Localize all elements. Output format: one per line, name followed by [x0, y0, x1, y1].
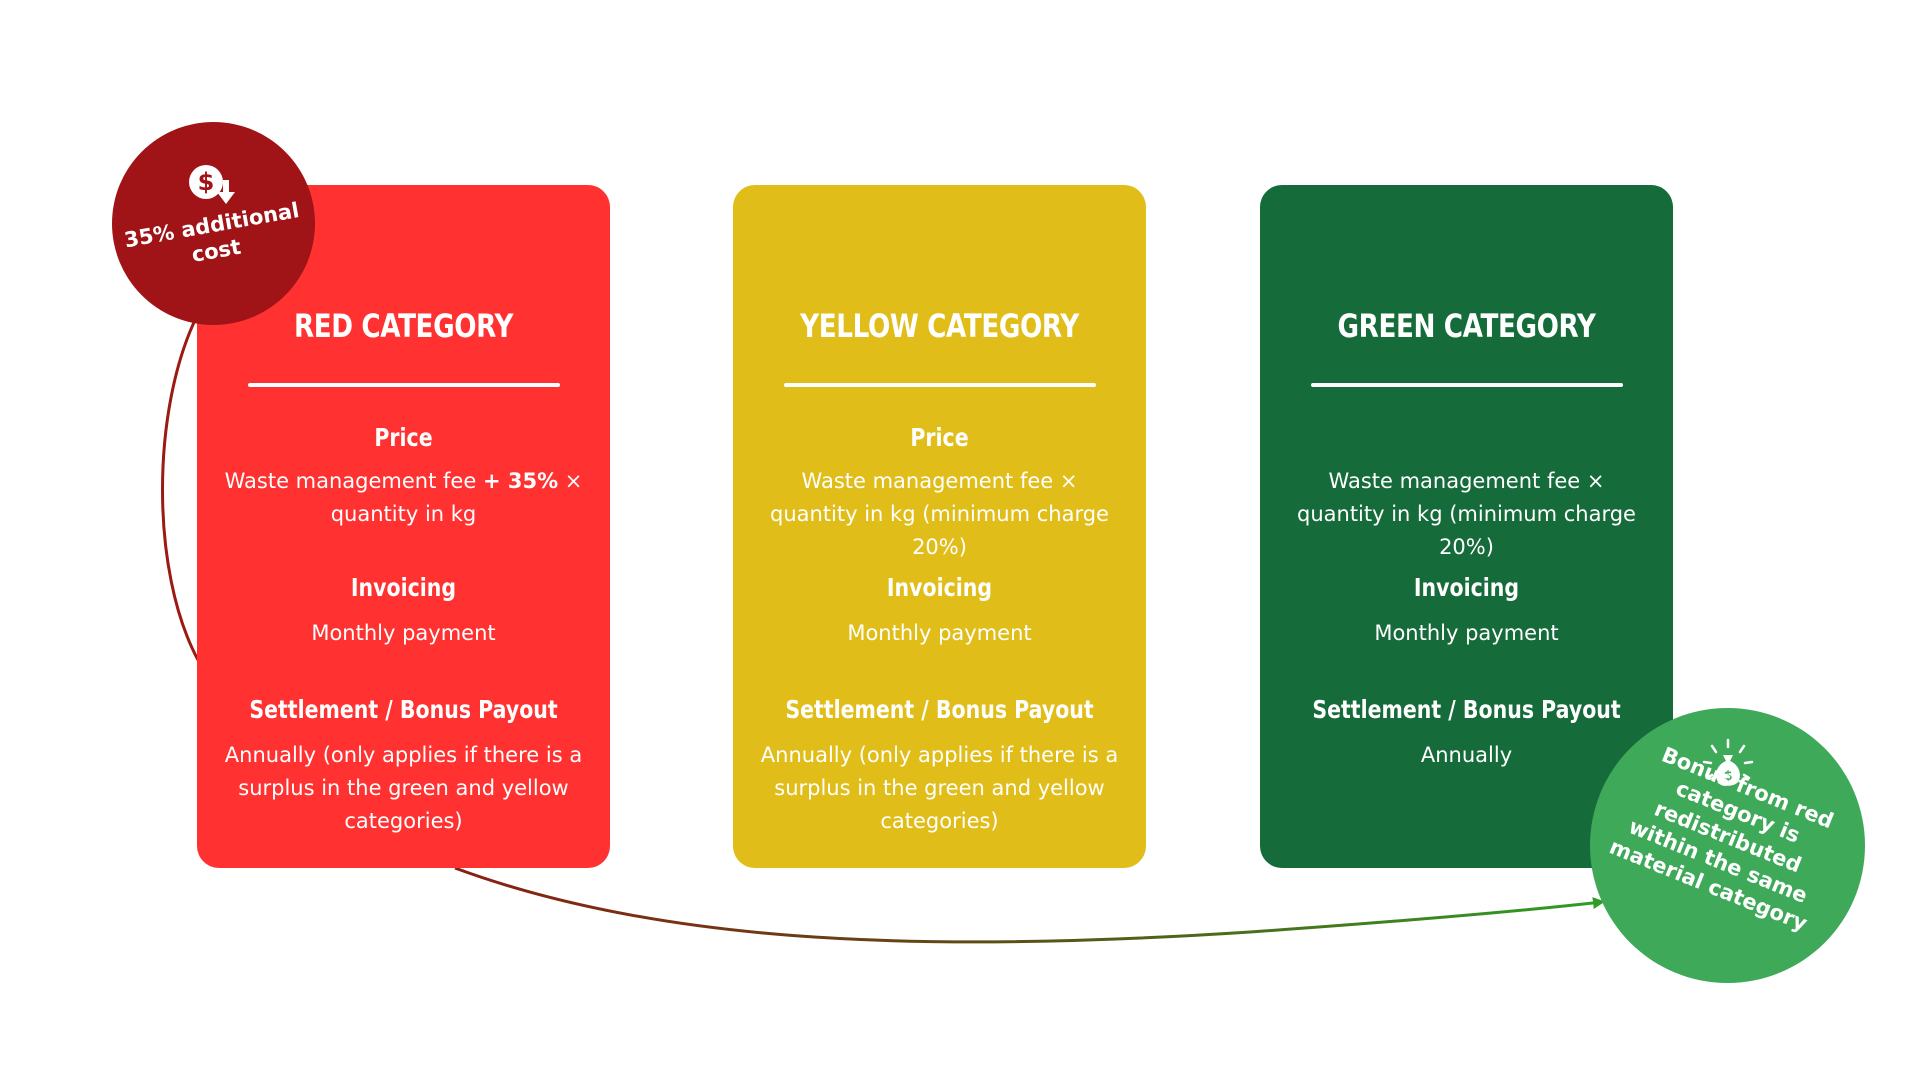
title-divider	[1310, 383, 1623, 387]
price-heading: Price	[374, 423, 433, 452]
svg-text:$: $	[197, 168, 214, 196]
price-text: Waste management fee + 35% × quantity in…	[221, 465, 586, 531]
invoicing-text: Monthly payment	[1374, 621, 1559, 645]
green-category-card: GREEN CATEGORY Waste management fee × qu…	[1260, 185, 1673, 868]
invoicing-heading: Invoicing	[1413, 573, 1520, 602]
yellow-category-title: YELLOW CATEGORY	[800, 307, 1079, 345]
invoicing-heading: Invoicing	[350, 573, 457, 602]
settlement-text: Annually	[1420, 743, 1513, 767]
svg-text:$: $	[1723, 769, 1732, 784]
green-category-title: GREEN CATEGORY	[1337, 307, 1596, 345]
price-heading: Price	[910, 423, 969, 452]
title-divider	[783, 383, 1096, 387]
bonus-redistribution-badge: $ Bonus from red category is redistribut…	[1590, 708, 1865, 983]
additional-cost-badge: $ 35% additional cost	[112, 122, 315, 325]
settlement-text: Annually (only applies if there is a sur…	[760, 743, 1119, 833]
price-text: Waste management fee × quantity in kg (m…	[770, 469, 1109, 559]
invoicing-text: Monthly payment	[847, 621, 1032, 645]
invoicing-text: Monthly payment	[311, 621, 496, 645]
red-category-title: RED CATEGORY	[293, 307, 514, 345]
price-text-prefix: Waste management fee	[224, 469, 483, 493]
settlement-heading: Settlement / Bonus Payout	[249, 695, 558, 724]
money-bag-icon: $	[1702, 738, 1753, 786]
price-text: Waste management fee × quantity in kg (m…	[1297, 469, 1636, 559]
yellow-category-card: YELLOW CATEGORY Price Waste management f…	[733, 185, 1146, 868]
red-badge-connector	[161, 317, 200, 661]
price-text-suffix: × quantity in kg	[330, 469, 583, 526]
dollar-down-arrow-icon: $	[188, 165, 235, 204]
additional-cost-text: 35% additional cost	[121, 197, 301, 267]
settlement-heading: Settlement / Bonus Payout	[785, 695, 1094, 724]
settlement-heading: Settlement / Bonus Payout	[1312, 695, 1621, 724]
red-to-green-arrow	[454, 866, 1605, 944]
bonus-redistribution-text: Bonus from red category is redistributed…	[1605, 741, 1837, 936]
price-surcharge: + 35%	[482, 469, 559, 493]
settlement-text: Annually (only applies if there is a sur…	[224, 743, 583, 833]
invoicing-heading: Invoicing	[886, 573, 993, 602]
title-divider	[247, 383, 560, 387]
